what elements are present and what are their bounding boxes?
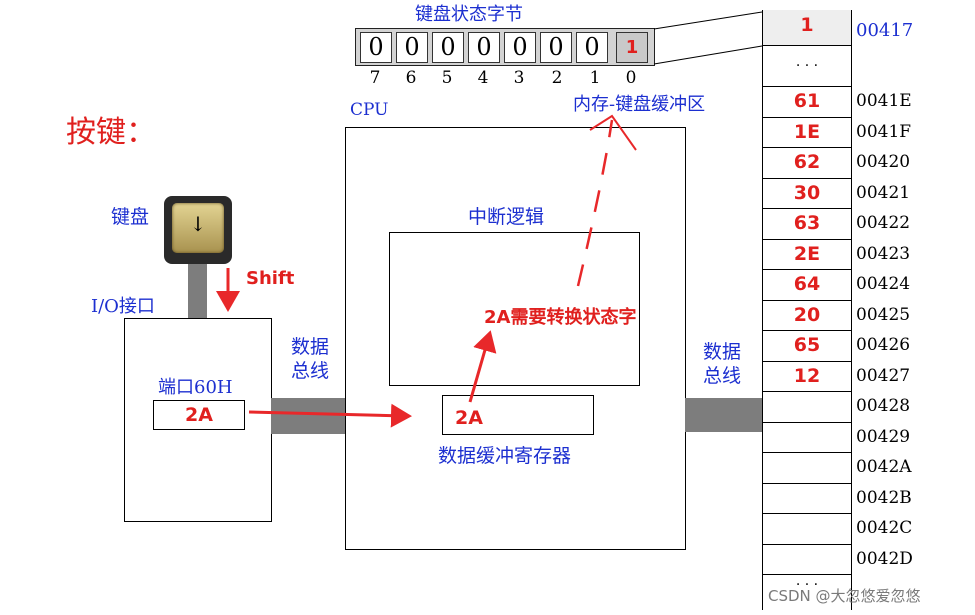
address-label: 00425 <box>856 304 911 325</box>
status-bit-2: 0 <box>540 32 572 63</box>
memory-cell <box>763 423 851 453</box>
memory-cell: 30 <box>763 179 851 209</box>
memory-ellipsis: · · · <box>763 46 851 87</box>
port-label: 端口60H <box>158 377 233 398</box>
memory-bottom-ellipsis: · · · <box>795 577 819 593</box>
connector-line-top <box>653 11 763 30</box>
bit-index: 5 <box>441 68 453 88</box>
dashed-arrow-head <box>589 114 637 151</box>
status-bit-7: 0 <box>360 32 392 63</box>
bit-index: 7 <box>369 68 381 88</box>
data-buffer-register <box>442 395 594 435</box>
address-label: 00423 <box>856 243 911 264</box>
bus-label-line: 数据 <box>291 336 330 358</box>
data-bus-right <box>685 398 762 432</box>
status-bit-3: 0 <box>504 32 536 63</box>
address-label: 0042B <box>856 487 912 508</box>
register-value: 2A <box>455 407 483 429</box>
bit-index: 2 <box>551 68 563 88</box>
memory-cell: 61 <box>763 87 851 118</box>
port-to-register-arrow <box>248 403 412 428</box>
address-label: 0041F <box>856 121 912 142</box>
data-bus-left-label: 数据 总线 <box>291 335 329 383</box>
memory-cell <box>763 392 851 423</box>
status-byte-register: 0 0 0 0 0 0 0 1 <box>355 28 655 66</box>
status-bit-5: 0 <box>432 32 464 63</box>
memory-cell-status: 1 <box>763 10 851 46</box>
address-label: 00422 <box>856 213 911 233</box>
address-label: 0042D <box>856 548 913 569</box>
address-label-top: 00417 <box>856 20 914 41</box>
bus-label-line: 总线 <box>291 360 330 382</box>
connector-line-bottom <box>653 45 763 65</box>
memory-cell: 1E <box>763 118 851 148</box>
address-label: 00426 <box>856 335 911 355</box>
status-bit-1: 0 <box>576 32 608 63</box>
bus-label-line: 数据 <box>703 341 742 363</box>
address-label: 0042C <box>856 518 913 538</box>
status-bit-4: 0 <box>468 32 500 63</box>
interrupt-logic-box <box>389 232 640 386</box>
shift-label: Shift <box>246 268 295 289</box>
memory-cell <box>763 514 851 545</box>
heading: 按键： <box>66 115 156 150</box>
arrow-down-icon: ↓ <box>189 212 207 236</box>
bit-index: 6 <box>405 68 417 88</box>
memory-cell: 62 <box>763 148 851 179</box>
address-label: 0042A <box>856 457 912 477</box>
memory-cell <box>763 453 851 484</box>
status-bit-6: 0 <box>396 32 428 63</box>
bus-label-line: 总线 <box>703 365 742 387</box>
io-label: I/O接口 <box>91 296 155 317</box>
data-bus-left <box>271 398 345 434</box>
keyboard-cable <box>188 264 207 318</box>
memory-cell: 63 <box>763 209 851 240</box>
address-label: 00427 <box>856 365 911 386</box>
memory-cell: 64 <box>763 270 851 301</box>
conversion-annotation: 2A需要转换状态字 <box>484 307 637 328</box>
bit-index: 0 <box>625 68 637 88</box>
address-label: 00421 <box>856 182 911 203</box>
bit-index: 1 <box>589 68 601 88</box>
memory-cell: 65 <box>763 331 851 362</box>
status-byte-title: 键盘状态字节 <box>415 4 523 25</box>
watermark: CSDN @大忽悠爱忽悠 <box>768 587 921 605</box>
memory-cell: 20 <box>763 301 851 331</box>
memory-cell <box>763 545 851 575</box>
bit-index: 3 <box>513 68 525 88</box>
memory-cell: 2E <box>763 240 851 270</box>
address-label: 00424 <box>856 274 911 294</box>
register-label: 数据缓冲寄存器 <box>438 445 572 467</box>
key-icon: ↓ <box>164 196 232 264</box>
keyboard-label: 键盘 <box>111 206 150 228</box>
address-label: 00429 <box>856 426 911 447</box>
cpu-label: CPU <box>350 100 389 120</box>
status-bit-0: 1 <box>616 32 648 63</box>
register-to-logic-arrow <box>468 330 497 403</box>
memory-cell <box>763 484 851 514</box>
memory-cell: 12 <box>763 362 851 392</box>
address-label: 00428 <box>856 396 911 416</box>
address-label: 0041E <box>856 91 912 111</box>
address-label: 00420 <box>856 152 911 172</box>
bit-index: 4 <box>477 68 489 88</box>
interrupt-label: 中断逻辑 <box>468 206 545 228</box>
dashed-path-to-buffer <box>576 119 614 287</box>
port-value: 2A <box>153 400 245 430</box>
data-bus-right-label: 数据 总线 <box>703 340 741 388</box>
buffer-label: 内存-键盘缓冲区 <box>573 94 706 115</box>
